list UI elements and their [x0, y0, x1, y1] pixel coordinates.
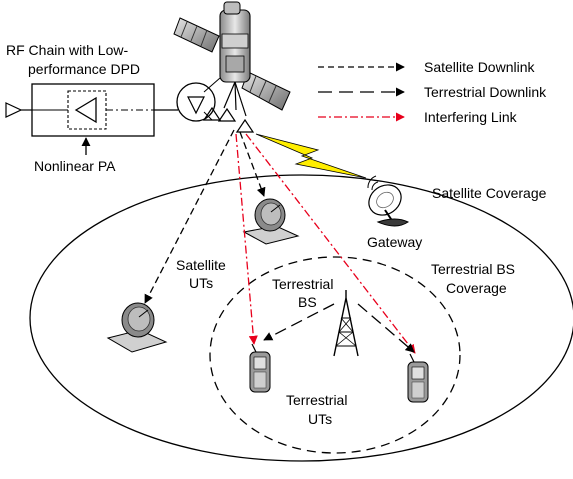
tower-icon — [333, 290, 359, 357]
terrestrial-bs-label-line2: BS — [298, 294, 317, 310]
terrestrial-downlink-arrow — [263, 303, 335, 341]
satellite-ut-dish-icon — [106, 302, 168, 353]
interfering-link-arrow — [235, 133, 258, 345]
dpd-box — [67, 90, 107, 130]
gateway-label: Gateway — [367, 234, 422, 250]
terrestrial-ut-phone-icon — [407, 353, 429, 403]
legend-item-interfering-link: Interfering Link — [318, 109, 518, 125]
terrestrial-downlink-arrow — [357, 303, 415, 353]
amplifier-icon — [74, 96, 97, 124]
legend-item-satellite-downlink: Satellite Downlink — [318, 59, 535, 75]
interfering-link-arrow — [245, 133, 416, 354]
satellite-downlink-arrow — [239, 131, 266, 197]
lightning-icon — [255, 133, 367, 179]
satellite-uts-label-line2: UTs — [189, 275, 213, 291]
legend-label: Interfering Link — [424, 109, 518, 125]
terrestrial-uts-label-line1: Terrestrial — [286, 392, 347, 408]
input-port-icon — [5, 102, 23, 118]
rf-chain-label-line1: RF Chain with Low- — [6, 42, 128, 58]
satellite-icon — [173, 1, 291, 133]
legend-label: Terrestrial Downlink — [424, 84, 547, 100]
satellite-coverage-ellipse — [29, 174, 573, 462]
nonlinear-pa-label: Nonlinear PA — [34, 158, 116, 174]
legend-label: Satellite Downlink — [424, 59, 535, 75]
terrestrial-ut-phone-icon — [249, 343, 271, 393]
satellite-ut-dish-icon — [242, 198, 300, 245]
satellite-uts-label-line1: Satellite — [176, 257, 226, 273]
terrestrial-bs-coverage-ellipse — [209, 256, 461, 454]
gateway-dish-icon — [367, 175, 409, 227]
terrestrial-bs-coverage-label-line1: Terrestrial BS — [431, 261, 515, 277]
legend-item-terrestrial-downlink: Terrestrial Downlink — [318, 84, 547, 100]
legend: Satellite Downlink Terrestrial Downlink … — [318, 59, 547, 125]
terrestrial-uts-label-line2: UTs — [308, 411, 332, 427]
satellite-coverage-label: Satellite Coverage — [432, 185, 547, 201]
terrestrial-bs-label-line1: Terrestrial — [272, 276, 333, 292]
terrestrial-bs-coverage-label-line2: Coverage — [446, 280, 507, 296]
rf-chain-block — [5, 83, 155, 155]
rf-chain-label-line2: performance DPD — [28, 61, 140, 77]
